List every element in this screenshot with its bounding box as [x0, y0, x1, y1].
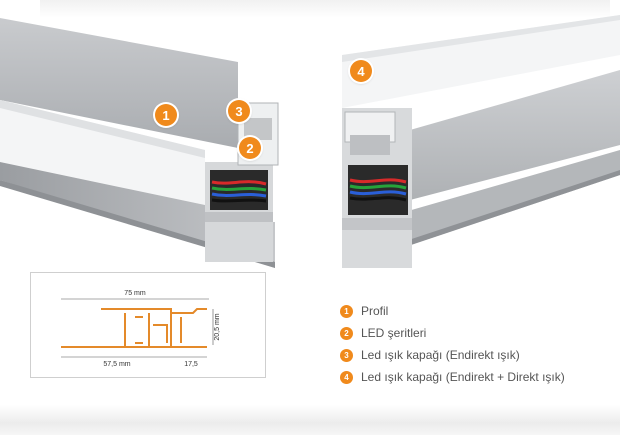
right-profile-render: [342, 15, 620, 268]
legend-item: 4 Led ışık kapağı (Endirekt + Direkt ışı…: [340, 366, 610, 388]
left-profile-render: [0, 18, 279, 268]
height-label: 20,5 mm: [214, 313, 221, 340]
bottom-shade: [0, 405, 620, 435]
legend-badge: 3: [340, 348, 353, 362]
badge-profile: 1: [155, 104, 177, 126]
legend-item: 2 LED şeritleri: [340, 322, 610, 344]
badge-direct-cover: 4: [350, 60, 372, 82]
badge-led-strip: 2: [239, 137, 261, 159]
width-right-label: 17,5: [184, 361, 198, 368]
legend-item: 1 Profil: [340, 300, 610, 322]
legend-label: LED şeritleri: [361, 326, 427, 340]
width-total-label: 75 mm: [124, 290, 146, 297]
legend-badge: 1: [340, 304, 353, 318]
profile-outline: [61, 308, 207, 348]
legend-badge: 4: [340, 370, 353, 384]
badge-indirect-cover: 3: [228, 100, 250, 122]
width-left-label: 57,5 mm: [103, 361, 130, 368]
legend-item: 3 Led ışık kapağı (Endirekt ışık): [340, 344, 610, 366]
cross-section-diagram: 75 mm 20,5 mm 57,5 mm 17,5: [30, 272, 266, 378]
legend-label: Led ışık kapağı (Endirekt ışık): [361, 348, 520, 362]
top-shade: [40, 0, 610, 18]
cross-section-drawing: 75 mm 20,5 mm 57,5 mm 17,5: [61, 290, 221, 368]
legend-badge: 2: [340, 326, 353, 340]
legend-label: Profil: [361, 304, 389, 318]
legend: 1 Profil 2 LED şeritleri 3 Led ışık kapa…: [340, 300, 610, 388]
legend-label: Led ışık kapağı (Endirekt + Direkt ışık): [361, 370, 565, 384]
